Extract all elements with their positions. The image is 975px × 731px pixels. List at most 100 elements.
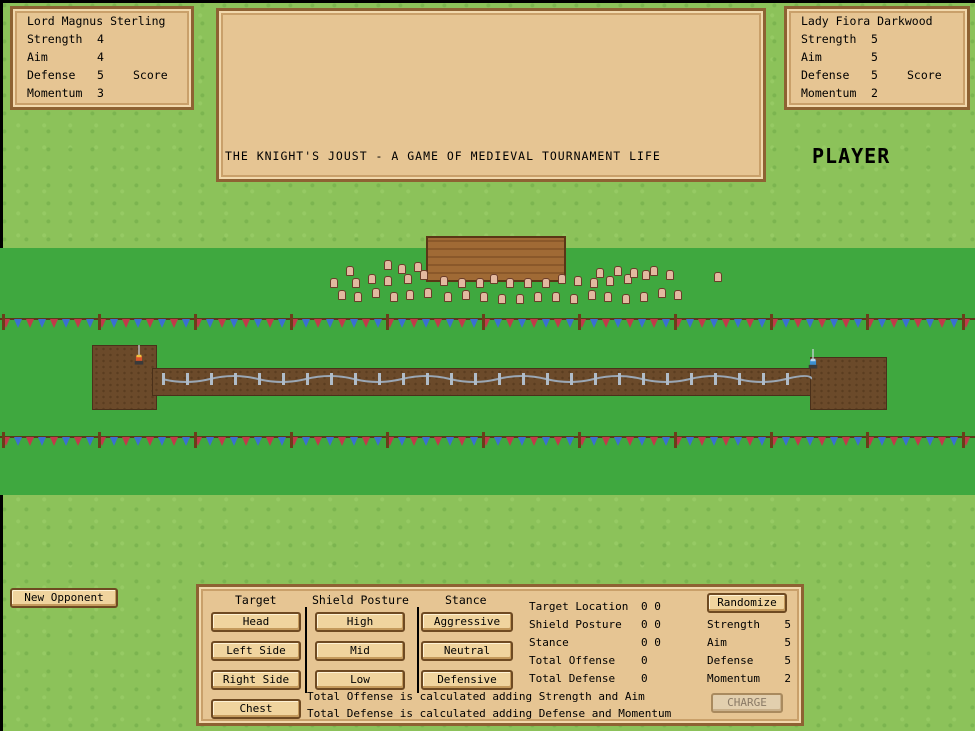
message-text: THE KNIGHT'S JOUST - A GAME OF MEDIEVAL … — [225, 149, 661, 163]
right-player-name: Lady Fiora Darkwood — [801, 14, 933, 28]
spectator — [666, 270, 674, 280]
randomize-button[interactable]: Randomize — [707, 593, 787, 613]
target-right-side-button[interactable]: Right Side — [211, 670, 301, 690]
spectator — [642, 270, 650, 280]
spectator — [674, 290, 682, 300]
charge-button[interactable]: CHARGE — [711, 693, 783, 713]
spectator — [640, 292, 648, 302]
spectator — [406, 290, 414, 300]
right-dirt-pad — [810, 357, 887, 410]
stance-neutral-button[interactable]: Neutral — [421, 641, 513, 661]
spectator — [444, 292, 452, 302]
spectator — [440, 276, 448, 286]
spectator — [424, 288, 432, 298]
stance-aggressive-button[interactable]: Aggressive — [421, 612, 513, 632]
spectator — [570, 294, 578, 304]
spectator — [574, 276, 582, 286]
spectator — [420, 270, 428, 280]
target-chest-button[interactable]: Chest — [211, 699, 301, 719]
stance-header: Stance — [445, 593, 487, 607]
spectator — [384, 260, 392, 270]
spectator — [354, 292, 362, 302]
left-dirt-pad — [92, 345, 157, 410]
turn-indicator: PLAYER — [812, 144, 891, 168]
spectator — [552, 292, 560, 302]
divider — [305, 607, 307, 693]
spectator — [368, 274, 376, 284]
spectator — [476, 278, 484, 288]
tilt-fence — [162, 373, 812, 385]
shield-header: Shield Posture — [312, 593, 409, 607]
spectator — [352, 278, 360, 288]
right-knight — [808, 349, 818, 369]
spectator — [346, 266, 354, 276]
spectator — [338, 290, 346, 300]
left-knight — [134, 345, 144, 365]
spectator — [414, 262, 422, 272]
new-opponent-button[interactable]: New Opponent — [10, 588, 118, 608]
offense-formula-note: Total Offense is calculated adding Stren… — [307, 690, 645, 703]
spectator — [384, 276, 392, 286]
spectator — [458, 278, 466, 288]
spectator — [542, 278, 550, 288]
spectator — [658, 288, 666, 298]
spectator — [590, 278, 598, 288]
spectator — [614, 266, 622, 276]
spectator — [596, 268, 604, 278]
defense-formula-note: Total Defense is calculated adding Defen… — [307, 707, 672, 720]
shield-high-button[interactable]: High — [315, 612, 405, 632]
spectator — [404, 274, 412, 284]
bunting-top — [0, 314, 975, 330]
spectator — [524, 278, 532, 288]
spectator — [534, 292, 542, 302]
spectator — [480, 292, 488, 302]
left-player-name: Lord Magnus Sterling — [27, 14, 166, 28]
spectator — [624, 274, 632, 284]
spectator — [606, 276, 614, 286]
shield-mid-button[interactable]: Mid — [315, 641, 405, 661]
spectator — [390, 292, 398, 302]
jousting-lane — [92, 345, 887, 410]
right-score-label: Score — [907, 68, 942, 82]
spectator — [558, 274, 566, 284]
bunting-bottom — [0, 432, 975, 448]
spectator — [398, 264, 406, 274]
spectator — [622, 294, 630, 304]
spectator — [604, 292, 612, 302]
spectator — [630, 268, 638, 278]
target-head-button[interactable]: Head — [211, 612, 301, 632]
spectator — [330, 278, 338, 288]
left-score-label: Score — [133, 68, 168, 82]
control-panel: Target Shield Posture Stance Head Left S… — [196, 584, 804, 726]
shield-low-button[interactable]: Low — [315, 670, 405, 690]
jousting-arena — [0, 236, 975, 495]
message-scroll: THE KNIGHT'S JOUST - A GAME OF MEDIEVAL … — [216, 8, 766, 182]
target-header: Target — [235, 593, 277, 607]
target-left-side-button[interactable]: Left Side — [211, 641, 301, 661]
spectator — [372, 288, 380, 298]
divider — [417, 607, 419, 693]
spectator — [498, 294, 506, 304]
spectator — [506, 278, 514, 288]
stance-defensive-button[interactable]: Defensive — [421, 670, 513, 690]
top-border — [0, 0, 975, 3]
